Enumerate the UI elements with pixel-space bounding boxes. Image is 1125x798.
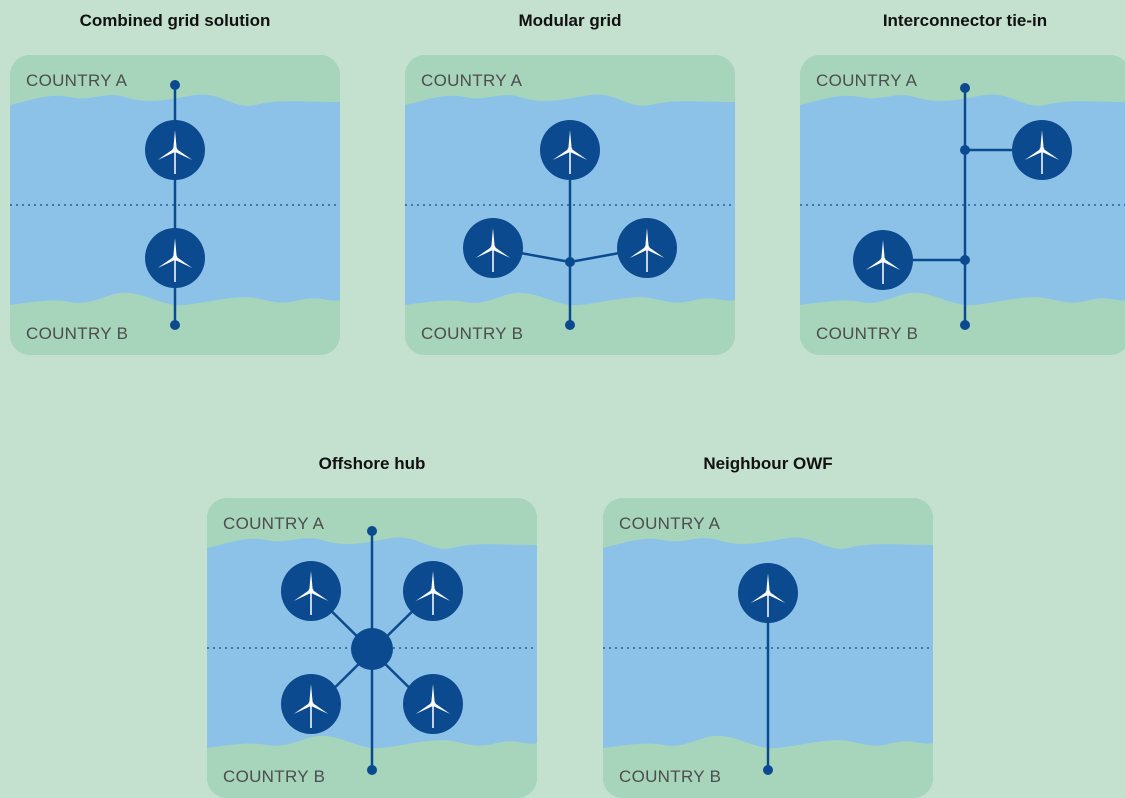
- wind-turbine-icon: [853, 230, 913, 290]
- country-a-label: COUNTRY A: [816, 71, 918, 90]
- diagram-offshore-hub: COUNTRY A COUNTRY B: [207, 498, 537, 798]
- diagram-interconnector-tie-in: COUNTRY A COUNTRY B: [800, 55, 1125, 355]
- country-a-label: COUNTRY A: [619, 514, 721, 533]
- country-b-label: COUNTRY B: [619, 767, 721, 786]
- country-a-land: [405, 55, 735, 106]
- panel-combined-grid: Combined grid solution COUNTRY A COUNTRY…: [10, 11, 340, 355]
- country-a-land: [603, 498, 933, 549]
- panel-modular-grid: Modular grid COUNTRY A COUNTRY B: [405, 11, 735, 355]
- country-b-label: COUNTRY B: [421, 324, 523, 343]
- landing-point-b: [170, 320, 180, 330]
- landing-point-a: [367, 526, 377, 536]
- wind-turbine-icon: [463, 218, 523, 278]
- wind-turbine-icon: [617, 218, 677, 278]
- diagram-combined-grid: COUNTRY A COUNTRY B: [10, 55, 340, 355]
- country-b-label: COUNTRY B: [26, 324, 128, 343]
- junction-point: [565, 257, 575, 267]
- wind-turbine-icon: [145, 228, 205, 288]
- panel-title: Interconnector tie-in: [882, 11, 1048, 30]
- landing-point-a: [170, 80, 180, 90]
- wind-turbine-icon: [281, 674, 341, 734]
- background-layer: [800, 55, 1125, 355]
- country-a-land: [207, 498, 537, 549]
- country-a-label: COUNTRY A: [421, 71, 523, 90]
- landing-point-b: [960, 320, 970, 330]
- wind-turbine-icon: [145, 120, 205, 180]
- landing-point-b: [763, 765, 773, 775]
- diagram-modular-grid: COUNTRY A COUNTRY B: [405, 55, 735, 355]
- wind-turbine-icon: [540, 120, 600, 180]
- panel-interconnector-tie-in: Interconnector tie-in COUNTRY A COUNTRY …: [800, 11, 1125, 355]
- country-a-label: COUNTRY A: [26, 71, 128, 90]
- panel-title: Combined grid solution: [79, 11, 271, 30]
- panel-offshore-hub: Offshore hub COUNTRY A COUNTRY B: [207, 454, 537, 798]
- landing-point-a: [960, 83, 970, 93]
- wind-turbine-icon: [403, 561, 463, 621]
- country-a-land: [800, 55, 1125, 106]
- country-b-label: COUNTRY B: [223, 767, 325, 786]
- wind-turbine-icon: [738, 563, 798, 623]
- wind-turbine-icon: [1012, 120, 1072, 180]
- wind-turbine-icon: [281, 561, 341, 621]
- offshore-hub-icon: [351, 628, 393, 670]
- country-a-label: COUNTRY A: [223, 514, 325, 533]
- landing-point-b: [367, 765, 377, 775]
- junction-point: [960, 145, 970, 155]
- wind-turbine-icon: [403, 674, 463, 734]
- diagram-neighbour-owf: COUNTRY A COUNTRY B: [603, 498, 933, 798]
- landing-point-b: [565, 320, 575, 330]
- country-b-label: COUNTRY B: [816, 324, 918, 343]
- panel-neighbour-owf: Neighbour OWF COUNTRY A COUNTRY B: [603, 454, 933, 798]
- panel-title: Offshore hub: [318, 454, 426, 473]
- junction-point: [960, 255, 970, 265]
- panel-title: Neighbour OWF: [703, 454, 833, 473]
- panel-title: Modular grid: [518, 11, 622, 30]
